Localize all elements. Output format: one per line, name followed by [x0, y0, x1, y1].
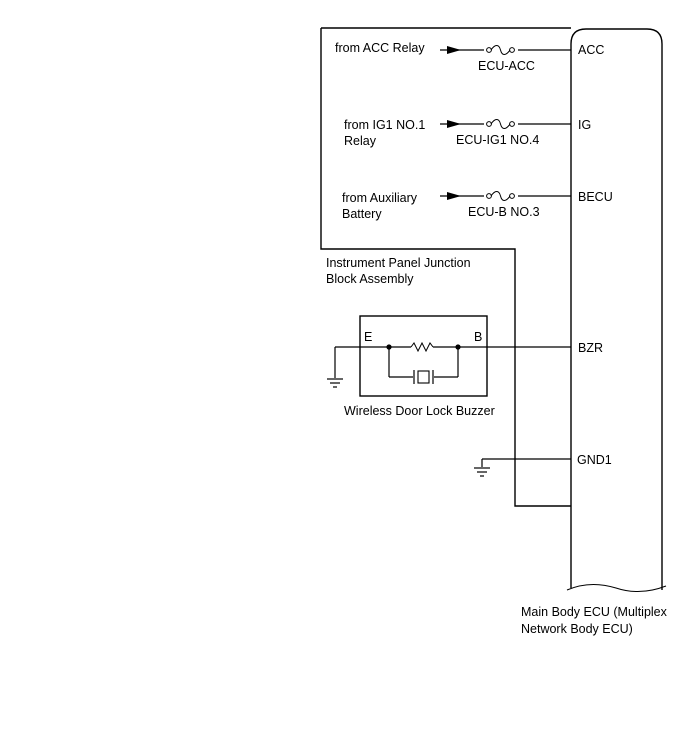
arrow-battery-icon: [447, 192, 461, 200]
piezo-icon: [413, 370, 434, 384]
fuse-icon: [484, 45, 518, 55]
fuse-ecu-ig1-label: ECU-IG1 NO.4: [456, 133, 539, 147]
source-ig1-relay-line2: Relay: [344, 134, 377, 148]
junction-dot: [386, 344, 392, 350]
fuse-icon: [484, 191, 518, 201]
ig1-circuit: from IG1 NO.1 Relay ECU-IG1 NO.4 IG: [344, 118, 591, 148]
ecu-break-line: [566, 584, 667, 592]
ground-icon: [327, 378, 343, 388]
fuse-ecu-b-label: ECU-B NO.3: [468, 205, 540, 219]
terminal-ig: IG: [578, 118, 591, 132]
junction-block-outline: [320, 27, 571, 507]
ecu-label-line1: Main Body ECU (Multiplex: [521, 605, 668, 619]
ground-icon: [474, 467, 490, 477]
acc-circuit: from ACC Relay ECU-ACC ACC: [335, 41, 604, 73]
fuse-ecu-acc-label: ECU-ACC: [478, 59, 535, 73]
terminal-bzr: BZR: [578, 341, 603, 355]
buzzer-label: Wireless Door Lock Buzzer: [344, 404, 495, 418]
terminal-gnd1: GND1: [577, 453, 612, 467]
resistor-icon: [410, 341, 434, 353]
arrow-acc-icon: [447, 46, 461, 54]
terminal-acc: ACC: [578, 43, 604, 57]
ecu-outline: [570, 28, 663, 590]
terminal-becu: BECU: [578, 190, 613, 204]
source-acc-relay: from ACC Relay: [335, 41, 425, 55]
source-ig1-relay-line1: from IG1 NO.1: [344, 118, 425, 132]
gnd1-circuit: GND1: [474, 453, 612, 477]
fuse-icon: [484, 119, 518, 129]
buzzer-pin-e: E: [364, 330, 372, 344]
buzzer-box: [359, 315, 488, 397]
arrow-ig1-icon: [447, 120, 461, 128]
source-aux-battery-line1: from Auxiliary: [342, 191, 418, 205]
battery-circuit: from Auxiliary Battery ECU-B NO.3 BECU: [342, 190, 613, 221]
junction-block-label-line2: Block Assembly: [326, 272, 414, 286]
buzzer-pin-b: B: [474, 330, 482, 344]
junction-block-label-line1: Instrument Panel Junction: [326, 256, 471, 270]
source-aux-battery-line2: Battery: [342, 207, 382, 221]
ecu-label-line2: Network Body ECU): [521, 622, 633, 636]
buzzer-component: E B Wireless Door Lock Buzzer: [327, 315, 571, 418]
